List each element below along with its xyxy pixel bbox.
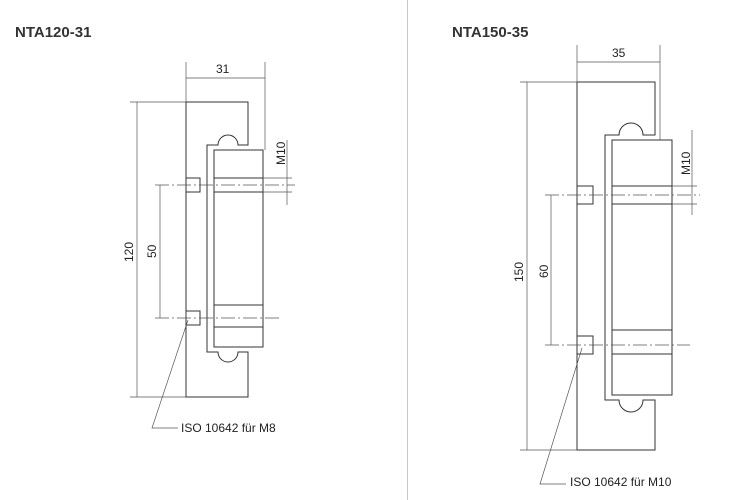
left-title: NTA120-31: [15, 24, 92, 41]
right-height-dim: 150: [512, 262, 526, 282]
left-thread-dim: M10: [274, 141, 288, 165]
left-note: ISO 10642 für M8: [181, 421, 276, 435]
left-pitch-dim: 50: [145, 244, 159, 258]
left-rail: [185, 101, 249, 398]
right-carriage: [611, 139, 673, 396]
left-drawing: 31 120 50 M10 ISO 10642 für M8: [122, 62, 295, 435]
left-height-dim: 120: [122, 242, 136, 262]
right-rail: [576, 81, 656, 451]
right-note: ISO 10642 für M10: [570, 475, 672, 489]
right-drawing: 35 150 60 M10 ISO 10642 für M10: [512, 45, 700, 489]
right-title: NTA150-35: [452, 24, 529, 41]
right-pitch-dim: 60: [537, 264, 551, 278]
right-width-dim: 35: [612, 46, 626, 60]
divider: [407, 0, 408, 500]
left-width-dim: 31: [216, 62, 230, 76]
left-carriage: [213, 149, 264, 348]
right-thread-dim: M10: [679, 151, 693, 175]
